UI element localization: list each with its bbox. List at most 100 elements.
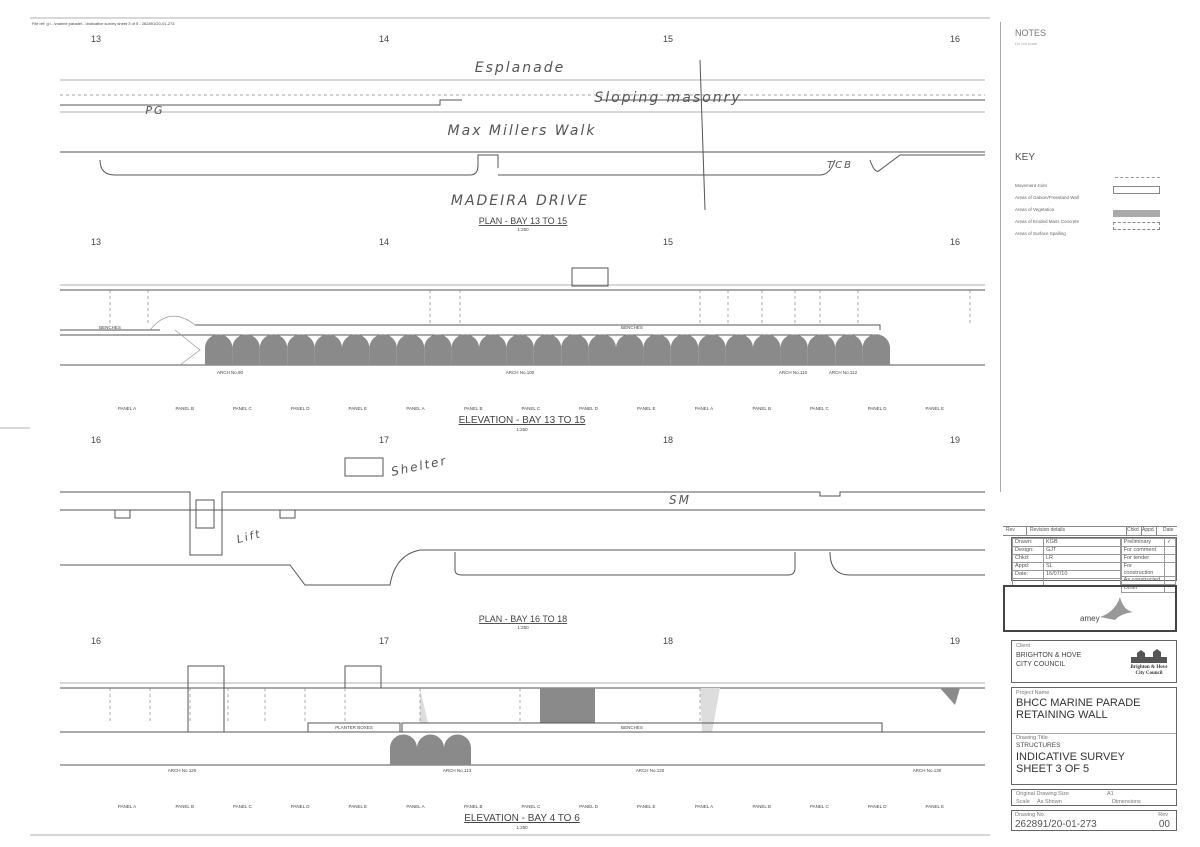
panel-label: PANEL D — [868, 804, 888, 809]
plan1-title: PLAN - BAY 13 TO 15 — [479, 216, 567, 226]
eroded-arch — [479, 334, 507, 365]
approval-row: Appd:SL — [1012, 562, 1121, 571]
bay-number: 16 — [91, 435, 101, 445]
eroded-arch — [807, 334, 836, 365]
status-checkbox: ✓ — [1164, 538, 1176, 547]
panel-label: PANEL C — [522, 804, 542, 809]
eroded-arch — [725, 334, 753, 365]
panel-label: PANEL C — [233, 804, 253, 809]
eroded-arch — [835, 334, 863, 365]
project-name: BHCC MARINE PARADE RETAINING WALL — [1016, 697, 1141, 721]
eroded-arch — [753, 334, 781, 365]
eroded-arch — [369, 334, 397, 365]
eroded-arch — [533, 334, 562, 365]
revision-number: 00 — [1158, 819, 1170, 830]
status-row: For tender — [1120, 554, 1176, 563]
panel-label: PANEL B — [464, 406, 483, 411]
drawing-title: INDICATIVE SURVEY SHEET 3 OF 5 — [1016, 751, 1125, 775]
status-label: For tender — [1120, 554, 1166, 563]
initials: GJT — [1043, 546, 1121, 555]
panel-label: PANEL C — [522, 406, 542, 411]
status-checkbox — [1164, 546, 1176, 555]
panel-label: PANEL A — [118, 804, 136, 809]
status-label: As constructed — [1120, 576, 1166, 585]
status-checkbox — [1164, 554, 1176, 563]
panel-label: PANEL D — [868, 406, 888, 411]
status-label: For construction — [1120, 562, 1166, 577]
panel-label: PANEL A — [406, 406, 424, 411]
eroded-arch — [342, 334, 370, 365]
plan2-title: PLAN - BAY 16 TO 18 — [479, 614, 567, 624]
bay-number: 15 — [663, 237, 673, 247]
bay-number: 16 — [950, 34, 960, 44]
bay-number: 17 — [379, 435, 389, 445]
bay-number: 17 — [379, 636, 389, 646]
label-walk: Max Millers Walk — [448, 123, 597, 139]
role-label: Chkd: — [1012, 554, 1044, 563]
panel-label: PANEL A — [695, 804, 713, 809]
drawing-sheet: File ref: g:\...\marine parade\...\indic… — [0, 17, 990, 836]
eroded-arch — [670, 334, 699, 365]
revision-table: Rev Revision details Chkd Appd Date — [1003, 494, 1177, 536]
arch-label: ARCH No.112 — [829, 370, 858, 375]
file-path: File ref: g:\...\marine parade\...\indic… — [32, 21, 175, 26]
panel-label: PANEL D — [579, 406, 599, 411]
eroded-arch — [561, 334, 589, 365]
drawing-number: 262891/20-01-273 — [1015, 819, 1097, 830]
arch-label: ARCH No.113 — [443, 768, 472, 773]
label-shelter: Shelter — [390, 453, 449, 479]
status-checkbox — [1164, 576, 1176, 585]
panel-label: PANEL B — [464, 804, 483, 809]
panel-label: PANEL A — [118, 406, 136, 411]
notes-panel: NOTES Do not scale KEY Movement Joint Ar… — [1000, 22, 1179, 492]
approval-row: Chkd:LR — [1012, 554, 1121, 563]
panel-label: PANEL E — [926, 804, 945, 809]
notes-title: NOTES — [1015, 28, 1047, 38]
bay-number: 18 — [663, 435, 673, 445]
bay-number: 13 — [91, 34, 101, 44]
status-row: Preliminary✓ — [1120, 538, 1176, 547]
status-label: For comment — [1120, 546, 1166, 555]
initials: SL — [1043, 562, 1121, 571]
key-title: KEY — [1015, 152, 1036, 163]
label-tcb: TCB — [827, 160, 853, 171]
approval-row: Date:16/07/10 — [1012, 570, 1121, 579]
panel-label: PANEL E — [349, 406, 368, 411]
key-item-spalling: Areas of Surface Spalling — [1015, 222, 1160, 236]
elev1-scale: 1:250 — [516, 427, 528, 432]
panel-label: PANEL D — [291, 406, 311, 411]
approval-row: Drawn:KGB — [1012, 538, 1121, 547]
eroded-arch — [417, 734, 444, 765]
bay-number: 13 — [91, 237, 101, 247]
panel-label: PANEL E — [637, 804, 656, 809]
notes-subtitle: Do not scale — [1015, 41, 1038, 46]
panel-label: PANEL C — [233, 406, 253, 411]
bay-number: 19 — [950, 435, 960, 445]
status-row: For construction — [1120, 562, 1176, 577]
eroded-arch — [862, 334, 890, 365]
bay-number: 14 — [379, 34, 389, 44]
panel-label: PANEL E — [926, 406, 945, 411]
panel-label: PANEL D — [579, 804, 599, 809]
key-item-movement-joint: Movement Joint — [1015, 174, 1160, 188]
arch-label: ARCH No.130 — [913, 768, 942, 773]
initials: KGB — [1043, 538, 1121, 547]
elev1-title: ELEVATION - BAY 13 TO 15 — [459, 415, 586, 426]
arch-label: ARCH No.100 — [506, 370, 535, 375]
size-scale-box: Original Drawing Size A1 Scale As Shown … — [1011, 789, 1177, 806]
outline-swatch — [1113, 186, 1160, 194]
approval-row: Design:GJT — [1012, 546, 1121, 555]
elev2-scale: 1:250 — [516, 825, 528, 830]
eroded-arch — [616, 334, 644, 365]
label-esplanade: Esplanade — [475, 60, 565, 76]
amey-bird-icon — [1100, 597, 1133, 620]
panel-label: PANEL C — [810, 804, 830, 809]
initials: 16/07/10 — [1043, 570, 1121, 579]
role-label: Design: — [1012, 546, 1044, 555]
arch-label: ARCH No.120 — [168, 768, 197, 773]
arch-label: ARCH No.120 — [636, 768, 665, 773]
panel-label: PANEL E — [637, 406, 656, 411]
eroded-arch — [287, 334, 315, 365]
